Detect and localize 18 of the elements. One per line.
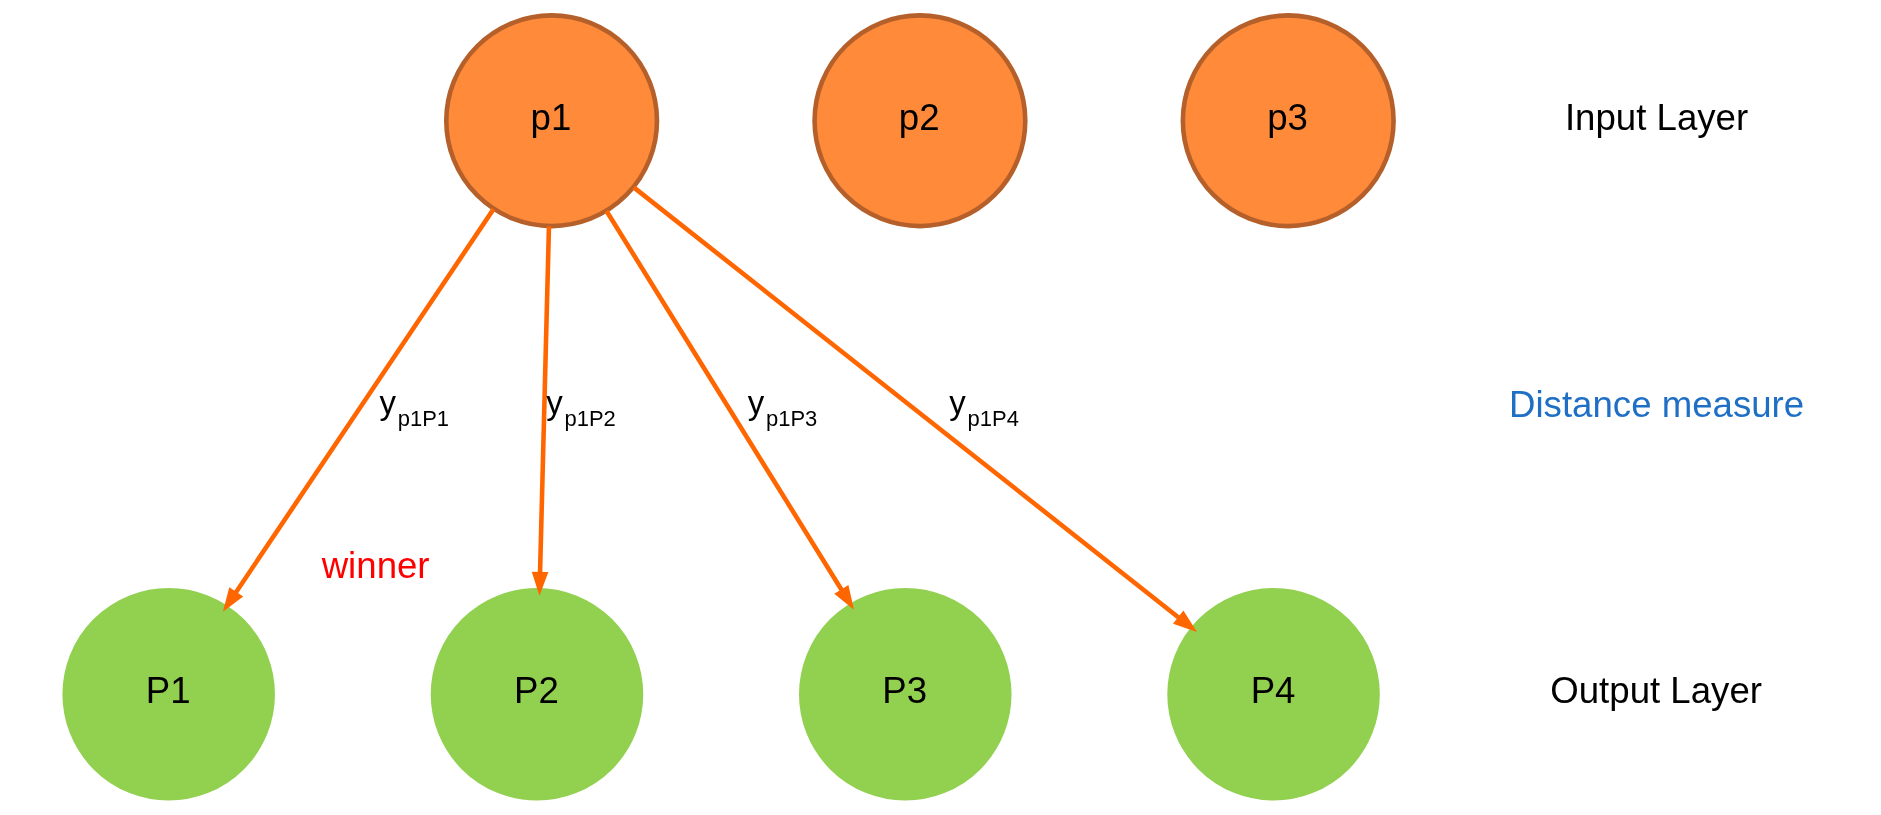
- arrow: [222, 207, 495, 612]
- label: Input Layer: [1564, 96, 1748, 138]
- node-circle: P3: [798, 588, 1012, 801]
- node-circle: P4: [1166, 588, 1380, 801]
- edge-label: y$_{p1P4}$: [948, 383, 1019, 432]
- arrow: [631, 185, 1197, 632]
- node-label: winner: [321, 544, 430, 586]
- edge-label: y$_{p1P2}$: [545, 383, 616, 432]
- edge-label: y$_{p1P3}$: [747, 383, 817, 432]
- node-circle: p3: [1180, 13, 1396, 229]
- label: Distance measure: [1508, 383, 1804, 425]
- node-circle: P2: [430, 588, 643, 801]
- arrow: [531, 226, 551, 596]
- node-circle: p1: [443, 13, 659, 229]
- edge-label: y$_{p1P1}$: [378, 383, 449, 432]
- label: Output Layer: [1549, 670, 1762, 712]
- node-circle: p2: [811, 13, 1028, 229]
- arrow: [604, 209, 854, 610]
